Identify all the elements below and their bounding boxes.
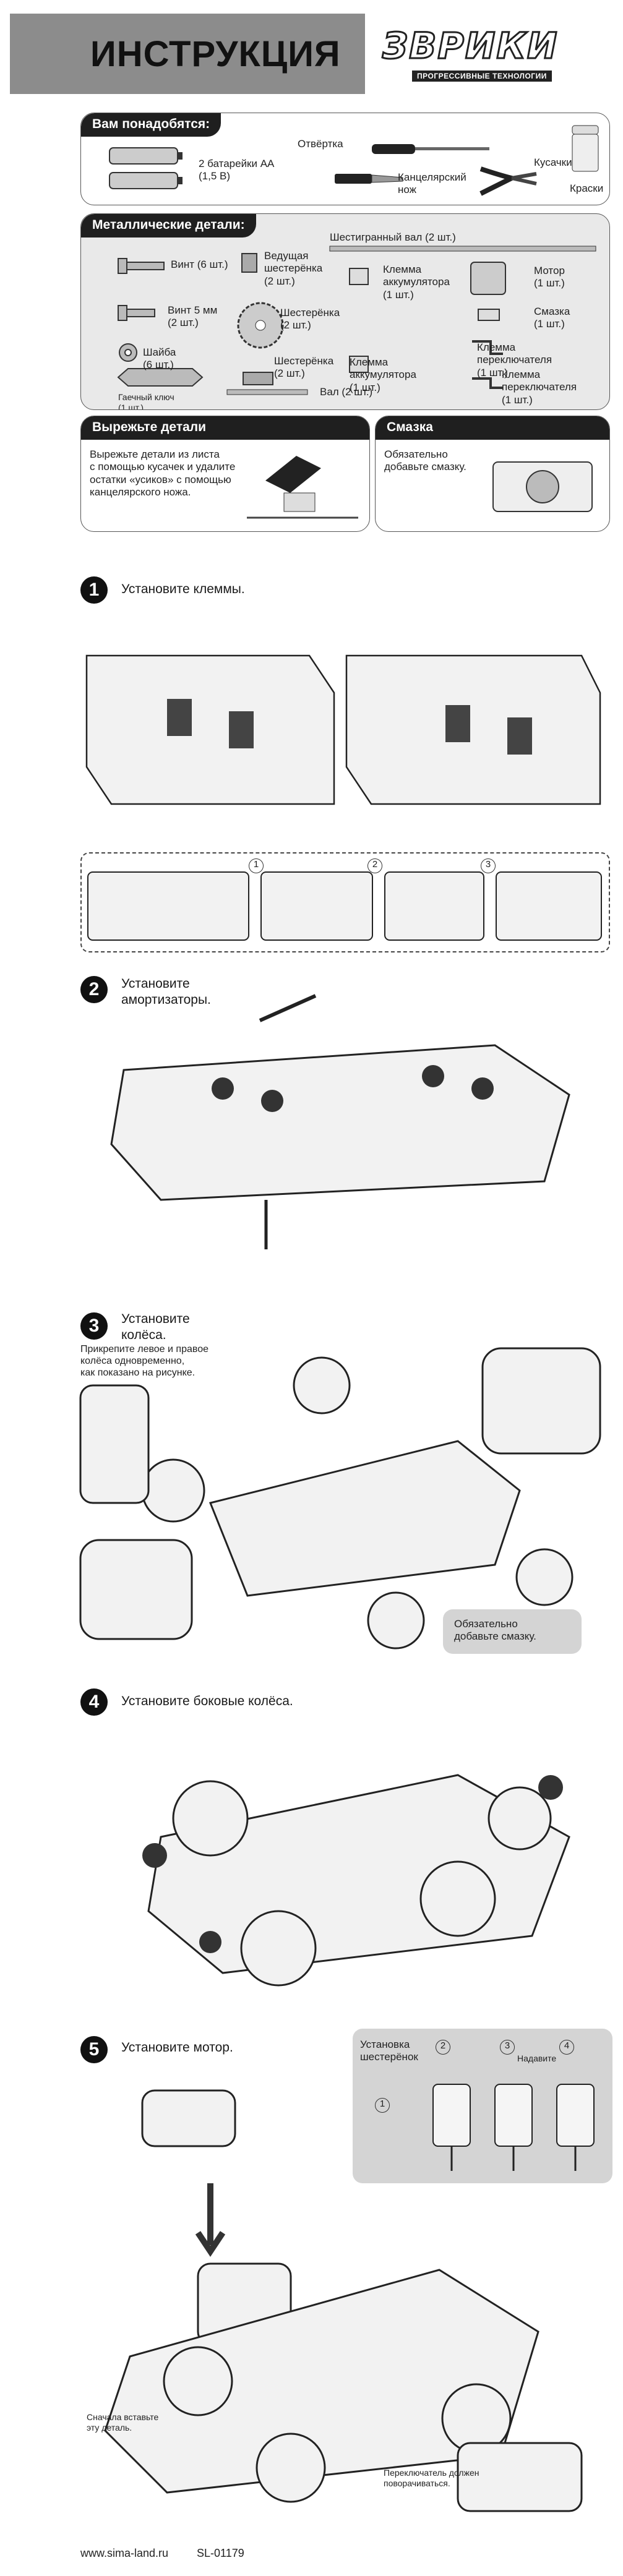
press-label: Надавите (517, 2053, 557, 2063)
brand-name: ЗВРИКИ (381, 24, 559, 68)
step3-grease-note: Обязательно добавьте смазку. (454, 1618, 536, 1643)
paint-icon (572, 125, 599, 172)
cut-instructions: Вырежьте детали из листа с помощью кусач… (90, 448, 236, 499)
metal-parts-panel: Металлические детали: Винт (6 шт.) Винт … (80, 213, 610, 410)
gear-substep3: 3 (500, 2040, 515, 2055)
brand-tagline: ПРОГРЕССИВНЫЕ ТЕХНОЛОГИИ (412, 71, 552, 82)
cut-heading: Вырежьте детали (81, 416, 369, 440)
step3-wheels-illustration (79, 1347, 601, 1650)
batteries-label: 2 батарейки АА (1,5 В) (199, 158, 275, 182)
screws-washer-icons (117, 258, 204, 387)
insert-first-note: Сначала вставьте эту деталь. (87, 2412, 159, 2433)
gear-install-label: Установка шестерёнок (360, 2039, 418, 2063)
drive-gear-label: Ведущая шестерёнка (2 шт.) (264, 250, 323, 287)
step4-side-wheels-illustration (142, 1774, 570, 1987)
gear1-label: Шестерёнка (2 шт.) (280, 307, 340, 332)
gear-substep2: 2 (436, 2040, 450, 2055)
grease-panel: Смазка Обязательно добавьте смазку. (375, 416, 610, 532)
wrench-label: Гаечный ключ (1 шт.) (118, 392, 174, 410)
hex-shaft-icon (329, 246, 596, 252)
step3-title: Установите колёса. (121, 1312, 190, 1343)
grease-label: Смазка (1 шт.) (534, 306, 570, 330)
shaft-icon (226, 389, 308, 395)
screwdriver-icon (372, 144, 489, 154)
step2-title: Установите амортизаторы. (121, 977, 211, 1008)
cutting-illustration (247, 456, 358, 519)
gears-icons (237, 253, 284, 385)
step5-title: Установите мотор. (121, 2040, 233, 2055)
battery-clip1-label: Клемма аккумулятора (1 шт.) (383, 263, 450, 301)
page-title: ИНСТРУКЦИЯ (90, 33, 341, 74)
wrench-shape (117, 368, 204, 387)
gear-install-callout: Установка шестерёнок 1 2 3 Надавите 4 (353, 2029, 612, 2183)
screw6-label: Винт (6 шт.) (171, 259, 228, 270)
step2-shock-absorbers-illustration (110, 994, 570, 1249)
cutter-label: Кусачки (534, 156, 572, 168)
substep2-marker: 2 (367, 858, 382, 873)
gear-substep1: 1 (375, 2098, 390, 2113)
gear-install-motors (432, 2084, 595, 2171)
step5-motor-illustration (104, 2089, 583, 2512)
grease-heading: Смазка (376, 416, 609, 440)
step3-note: Прикрепите левое и правое колёса одновре… (80, 1344, 208, 1379)
tools-panel: Вам понадобятся: 2 батарейки АА (1,5 В) … (80, 113, 610, 205)
cutter-icon (479, 166, 537, 196)
motor-grease-icons (470, 262, 506, 389)
substep3-marker: 3 (481, 858, 496, 873)
grease-instructions: Обязательно добавьте смазку. (384, 448, 466, 473)
battery-clip2-label: Клемма аккумулятора (1 шт.) (350, 356, 416, 393)
step3-grease-callout: Обязательно добавьте смазку. (443, 1609, 582, 1654)
battery-clips-icons (349, 268, 369, 373)
step5-number: 5 (80, 2036, 108, 2063)
step1-chassis-illustrations (85, 654, 601, 805)
step1-number: 1 (80, 576, 108, 604)
gear-substep4: 4 (559, 2040, 574, 2055)
screw5-label: Винт 5 мм (2 шт.) (168, 304, 218, 329)
gear2-label: Шестерёнка (2 шт.) (274, 355, 334, 380)
knife-label: Канцелярский нож (398, 171, 466, 196)
switch-clip1-label: Клемма переключателя (1 шт.) (477, 341, 552, 379)
step1-detail-box: 1 2 3 (80, 852, 610, 952)
step4-title: Установите боковые колёса. (121, 1694, 293, 1708)
step3-number: 3 (80, 1312, 108, 1340)
substep1-marker: 1 (249, 858, 264, 873)
washer-label: Шайба (6 шт.) (143, 346, 176, 371)
batteries-icon (109, 147, 183, 189)
grease-illustration (492, 461, 593, 512)
switch-clip2-label: Клемма переключателя (1 шт.) (502, 369, 577, 406)
step2-number: 2 (80, 976, 108, 1003)
knife-icon (335, 174, 403, 184)
paint-label: Краски (570, 182, 604, 194)
hex-shaft-label: Шестигранный вал (2 шт.) (330, 231, 456, 243)
step4-number: 4 (80, 1688, 108, 1716)
screwdriver-label: Отвёртка (298, 138, 343, 150)
shaft-label: Вал (2 шт.) (320, 386, 373, 398)
tools-heading: Вам понадобятся: (81, 113, 221, 137)
metal-heading: Металлические детали: (81, 214, 256, 237)
step1-title: Установите клеммы. (121, 582, 245, 596)
step1-detail-illustrations (87, 871, 602, 941)
motor-label: Мотор (1 шт.) (534, 265, 565, 289)
footer-site: www.sima-land.ru (80, 2547, 169, 2559)
footer-code: SL-01179 (197, 2547, 244, 2559)
title-banner: ИНСТРУКЦИЯ (10, 14, 365, 94)
switch-note: Переключатель должен поворачиваться. (384, 2468, 479, 2488)
brand-logo: ЗВРИКИ ПРОГРЕССИВНЫЕ ТЕХНОЛОГИИ (381, 24, 568, 87)
cut-panel: Вырежьте детали Вырежьте детали из листа… (80, 416, 370, 532)
